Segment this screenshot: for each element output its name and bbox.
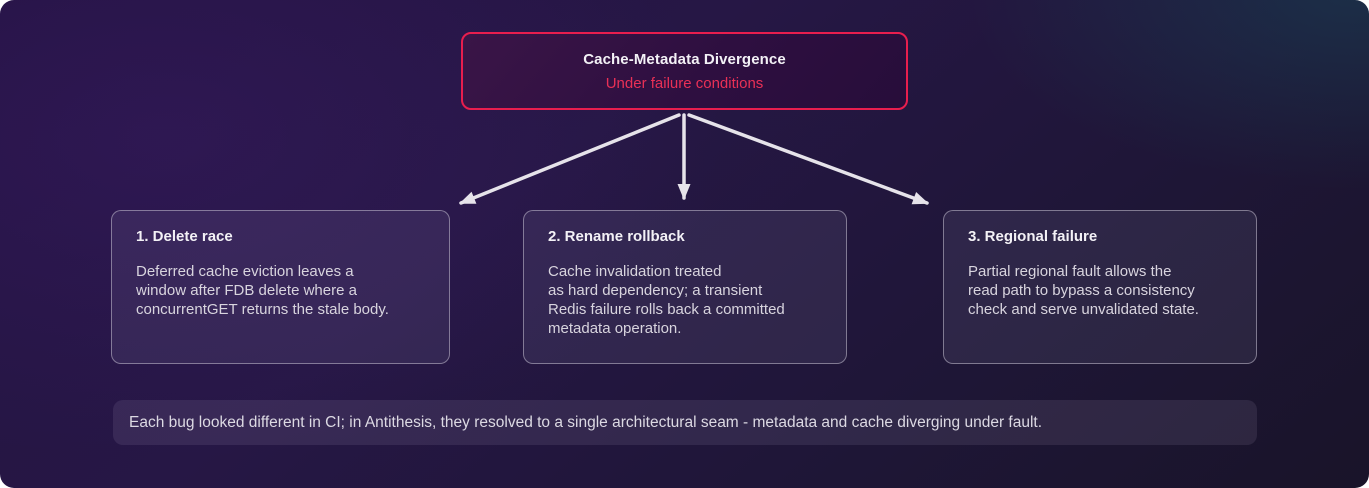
summary-bar: Each bug looked different in CI; in Anti… [113,400,1257,445]
node-body: Deferred cache eviction leaves a window … [136,263,389,318]
node-title: 3. Regional failure [968,228,1098,245]
node-body: Partial regional fault allows the read p… [968,263,1199,318]
arrow-to-delete-race-icon [459,113,681,205]
summary-text: Each bug looked different in CI; in Anti… [129,413,1043,431]
node-title: 2. Rename rollback [548,228,685,245]
root-node-title: Cache-Metadata Divergence [583,50,786,68]
root-node-cache-metadata-divergence: Cache-Metadata Divergence Under failure … [461,32,908,110]
node-title: 1. Delete race [136,228,233,245]
root-node-subtitle: Under failure conditions [605,74,764,92]
arrow-to-regional-failure-icon [687,113,929,205]
node-card-rename-rollback: 2. Rename rollback Cache invalidation tr… [523,210,847,364]
node-card-delete-race: 1. Delete race Deferred cache eviction l… [111,210,450,364]
node-card-regional-failure: 3. Regional failure Partial regional fau… [943,210,1257,364]
node-body: Cache invalidation treated as hard depen… [548,263,785,337]
